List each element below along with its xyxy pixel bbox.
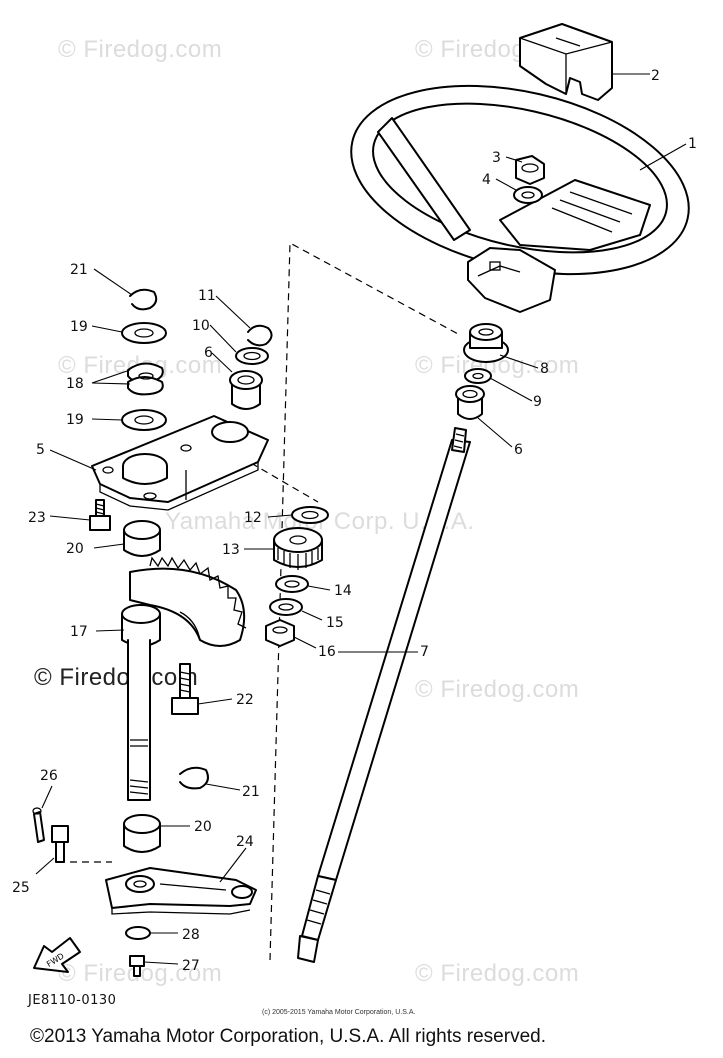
callout-24: 24 — [236, 834, 254, 850]
callout-5: 5 — [36, 442, 45, 458]
steering-arm-24 — [105, 867, 257, 915]
bolt-27 — [129, 955, 145, 977]
washer-12 — [291, 506, 329, 524]
callout-25: 25 — [12, 880, 30, 896]
callout-13: 13 — [222, 542, 240, 558]
cotter-pin-26 — [32, 807, 45, 843]
circlip-11 — [247, 324, 273, 347]
collar-6-left — [229, 370, 263, 410]
callout-11: 11 — [198, 288, 216, 304]
callout-16: 16 — [318, 644, 336, 660]
callout-14: 14 — [334, 583, 352, 599]
nut-3 — [515, 155, 545, 185]
callout-12: 12 — [244, 510, 262, 526]
callout-6-left: 6 — [204, 345, 213, 361]
callout-27: 27 — [182, 958, 200, 974]
callout-3: 3 — [492, 150, 501, 166]
bushing-8 — [463, 323, 509, 363]
fwd-arrow: FWD — [33, 937, 81, 973]
callout-28: 28 — [182, 927, 200, 943]
callout-19-lower: 19 — [66, 412, 84, 428]
callout-21-lower: 21 — [242, 784, 260, 800]
spring-washers-18 — [127, 362, 164, 396]
steering-wheel — [350, 84, 690, 313]
collar-20-top — [123, 520, 161, 557]
callout-20-top: 20 — [66, 541, 84, 557]
watermark: © Firedog.com — [58, 36, 223, 63]
watermark: © Firedog.com — [415, 960, 580, 987]
washer-14 — [275, 575, 309, 593]
steering-shaft — [297, 427, 471, 963]
lock-washer-15 — [269, 598, 303, 616]
circlip-21-top — [129, 288, 158, 311]
callout-19-top: 19 — [70, 319, 88, 335]
callout-8: 8 — [540, 361, 549, 377]
callout-22: 22 — [236, 692, 254, 708]
leader-lines — [35, 73, 687, 965]
bracket-plate-5 — [91, 415, 269, 511]
bolt-25 — [51, 825, 69, 863]
collar-6-right — [455, 385, 485, 420]
watermark: © Firedog.com — [415, 676, 580, 703]
callout-2: 2 — [651, 68, 660, 84]
circlip-21-lower — [179, 766, 209, 790]
callout-labels: 2 1 3 4 8 9 6 7 11 10 6 21 19 18 19 5 23… — [12, 68, 697, 974]
callout-20-lower: 20 — [194, 819, 212, 835]
washer-19-lower — [121, 409, 167, 431]
washer-4 — [513, 186, 543, 204]
sector-gear-17 — [121, 556, 247, 801]
nut-16 — [265, 619, 295, 647]
callout-6-right: 6 — [514, 442, 523, 458]
lock-washer-9 — [464, 368, 492, 384]
callout-21-top: 21 — [70, 262, 88, 278]
washer-28 — [125, 926, 151, 940]
callout-26: 26 — [40, 768, 58, 784]
small-copyright: (c) 2005-2015 Yamaha Motor Corporation, … — [262, 1009, 416, 1016]
callout-10: 10 — [192, 318, 210, 334]
diagram-code: JE8110-0130 — [28, 993, 117, 1008]
callout-18: 18 — [66, 376, 84, 392]
copyright-notice: ©2013 Yamaha Motor Corporation, U.S.A. A… — [30, 1026, 546, 1047]
pinion-gear-13 — [273, 527, 323, 570]
callout-17: 17 — [70, 624, 88, 640]
bolt-23 — [89, 499, 111, 531]
callout-1: 1 — [688, 136, 697, 152]
collar-20-lower — [123, 814, 161, 853]
washer-19-top — [121, 322, 167, 344]
bolt-22 — [171, 663, 199, 715]
washer-10 — [235, 347, 269, 365]
callout-23: 23 — [28, 510, 46, 526]
callout-4: 4 — [482, 172, 491, 188]
callout-7: 7 — [420, 644, 429, 660]
steering-cap — [519, 23, 613, 101]
callout-9: 9 — [533, 394, 542, 410]
callout-15: 15 — [326, 615, 344, 631]
watermark-foreground: © Firedog.com — [34, 664, 199, 691]
